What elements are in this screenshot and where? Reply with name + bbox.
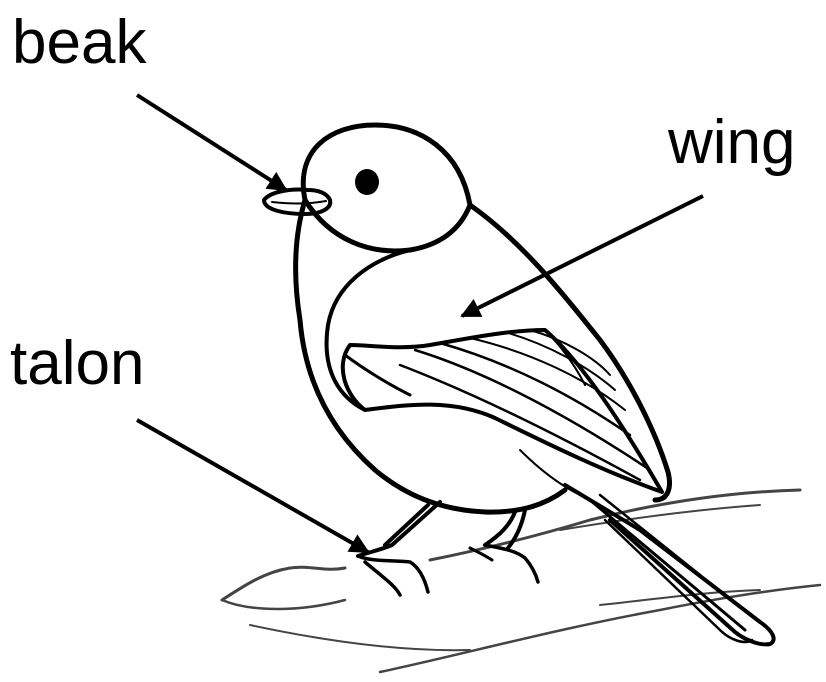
callout-arrows: [135, 93, 704, 554]
talon-label: talon: [10, 329, 145, 398]
branch: [220, 488, 822, 674]
beak-arrow: [135, 93, 288, 192]
bird-breast: [324, 248, 412, 412]
bird-head: [300, 122, 473, 254]
bird-legs: [356, 500, 540, 597]
bird-tail: [563, 483, 776, 647]
wing-label: wing: [668, 108, 796, 177]
bird-beak: [262, 187, 333, 216]
bird-wing: [340, 328, 664, 496]
beak-label: beak: [12, 8, 147, 77]
wing-arrow: [460, 194, 704, 318]
eye-icon: [355, 169, 379, 195]
talon-arrow: [136, 418, 370, 554]
bird-body: [293, 197, 672, 515]
